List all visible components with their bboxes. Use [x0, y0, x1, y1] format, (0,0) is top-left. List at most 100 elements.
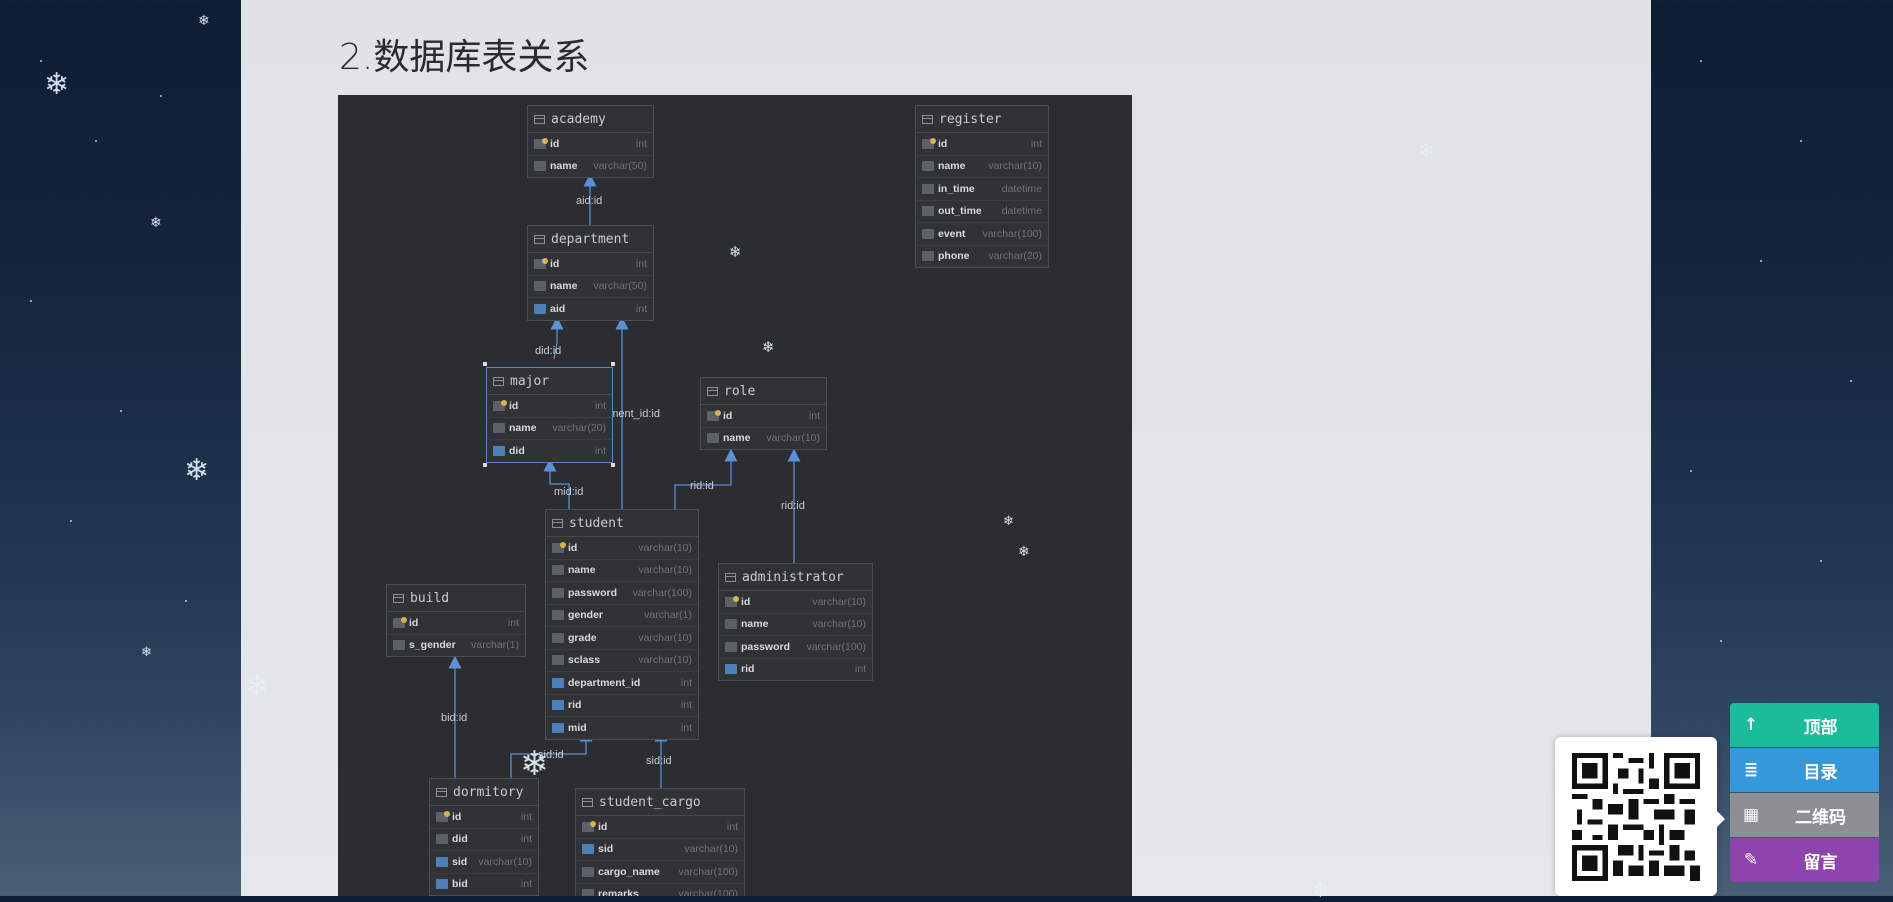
table-icon [436, 787, 447, 797]
primary-key-icon [436, 810, 450, 822]
table-title: dormitory [453, 784, 524, 800]
primary-key-icon [582, 820, 596, 832]
table-icon [393, 593, 404, 603]
foreign-key-icon [552, 700, 564, 711]
primary-key-icon [922, 137, 936, 149]
foreign-key-icon [436, 879, 448, 890]
snowflake-icon: ❄ [198, 13, 210, 29]
column-icon [534, 161, 546, 172]
column-icon [582, 889, 594, 896]
primary-key-icon [725, 595, 739, 607]
section-title: 2.数据库表关系 [339, 37, 590, 78]
relation-label: sid:id [646, 755, 672, 767]
edit-icon: ✎ [1743, 850, 1759, 870]
foreign-key-icon [552, 677, 564, 688]
column-icon [552, 655, 564, 666]
leave-message-button[interactable]: ✎ 留言 [1730, 838, 1879, 882]
table-of-contents-button[interactable]: ≣ 目录 [1730, 748, 1879, 792]
column-icon [534, 281, 546, 292]
snowflake-icon: ❄ [729, 243, 742, 261]
table-title: register [939, 111, 1002, 127]
foreign-key-icon [534, 303, 546, 314]
qrcode-button[interactable]: ▦ 二维码 [1730, 793, 1879, 837]
snowflake-icon: ❄ [1003, 514, 1014, 529]
table-title: student_cargo [599, 794, 701, 810]
column-icon [393, 640, 405, 651]
qrcode-popup [1555, 737, 1725, 896]
column-icon [493, 423, 505, 434]
back-to-top-button[interactable]: ↑ 顶部 [1730, 703, 1879, 747]
table-title: department [551, 231, 630, 247]
er-diagram: aid:id did:id department_id:id mid:id ri… [338, 95, 1132, 896]
foreign-key-icon [436, 856, 448, 867]
column-icon [552, 610, 564, 621]
arrow-up-icon: ↑ [1743, 715, 1759, 735]
foreign-key-icon [582, 844, 594, 855]
foreign-key-icon [493, 445, 505, 456]
table-icon [534, 114, 545, 124]
article-content: 2.数据库表关系 aid:id did:id departm [241, 0, 1651, 896]
table-title: build [410, 590, 450, 606]
column-icon [922, 251, 934, 262]
column-icon [552, 587, 564, 598]
selection-handle[interactable] [611, 463, 615, 467]
table-title: administrator [742, 569, 844, 585]
primary-key-icon [534, 137, 548, 149]
snowflake-icon: ❄ [150, 215, 162, 231]
relation-label: mid:id [554, 486, 584, 498]
snowflake-icon: ❄ [1018, 544, 1030, 560]
relation-lines [448, 173, 801, 788]
selection-handle[interactable] [483, 463, 487, 467]
table-title: role [724, 383, 756, 399]
selection-handle[interactable] [483, 362, 487, 366]
column-icon [922, 183, 934, 194]
column-icon [707, 433, 719, 444]
relation-label: did:id [535, 345, 562, 357]
selection-handle[interactable] [611, 362, 615, 366]
table-icon [922, 114, 933, 124]
column-icon [922, 161, 934, 172]
table-icon [707, 386, 718, 396]
table-icon [582, 797, 593, 807]
column-icon [582, 866, 594, 877]
column-icon [922, 206, 934, 217]
column-icon [725, 619, 737, 630]
